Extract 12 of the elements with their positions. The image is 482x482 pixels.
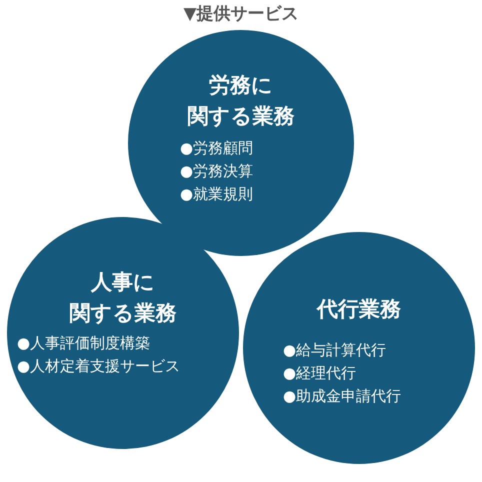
bullet-item: ●給与計算代行 [283, 340, 386, 360]
circle-heading: 代行業務 [315, 296, 402, 323]
bullet-item: ●人材定着支援サービス [17, 356, 180, 376]
bullet-item: ●労務決算 [180, 161, 254, 181]
bullet-item: ●経理代行 [283, 363, 356, 383]
bullet-item: ●労務顧問 [180, 138, 254, 158]
bullet-item: ●就業規則 [180, 184, 254, 204]
bullet-item: ●助成金申請代行 [283, 386, 402, 406]
circle-heading: 労務に関する業務 [186, 72, 296, 130]
bullet-item: ●人事評価制度構築 [17, 333, 150, 353]
circle-heading: 人事に関する業務 [68, 269, 178, 327]
title: ▼提供サービス [182, 3, 300, 25]
